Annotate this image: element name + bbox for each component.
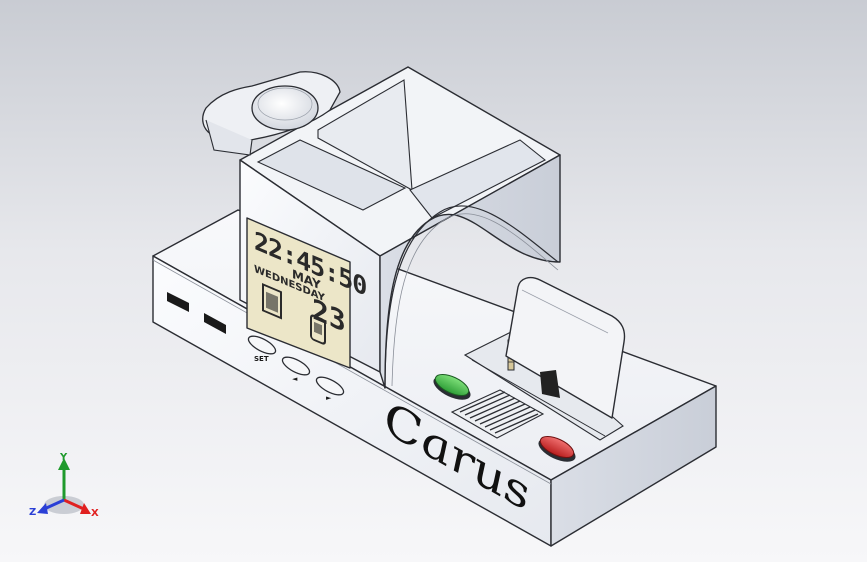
next-button-label: ► <box>326 394 332 402</box>
dock-grip-pad <box>540 370 560 398</box>
prev-button[interactable]: ◄ <box>280 354 312 383</box>
red-power-button[interactable] <box>535 432 579 466</box>
usb-port-1 <box>167 292 189 312</box>
y-axis-label: Y <box>59 452 68 463</box>
lcd-display: 22:45:50 MAY WEDNESDAY 23 <box>246 217 367 369</box>
next-button[interactable]: ► <box>314 374 346 402</box>
base-slab <box>152 209 717 547</box>
battery-icon <box>262 283 282 320</box>
green-power-button[interactable] <box>430 370 474 404</box>
coaster-puck <box>202 71 341 156</box>
compartment-right <box>409 139 547 219</box>
usb-ports <box>167 292 226 334</box>
usb-port-2 <box>204 313 226 334</box>
pen-holder <box>239 66 561 389</box>
compartment-left <box>256 139 407 211</box>
axis-triad: Y X Z <box>29 452 99 519</box>
z-axis-label: Z <box>29 507 36 518</box>
set-button-label: SET <box>254 355 269 363</box>
x-axis-label: X <box>91 508 99 519</box>
phone-dock <box>430 276 626 466</box>
prev-button-label: ◄ <box>292 375 298 383</box>
phone-icon <box>310 314 326 345</box>
set-button[interactable]: SET <box>246 333 278 363</box>
speaker-grille <box>450 389 545 439</box>
